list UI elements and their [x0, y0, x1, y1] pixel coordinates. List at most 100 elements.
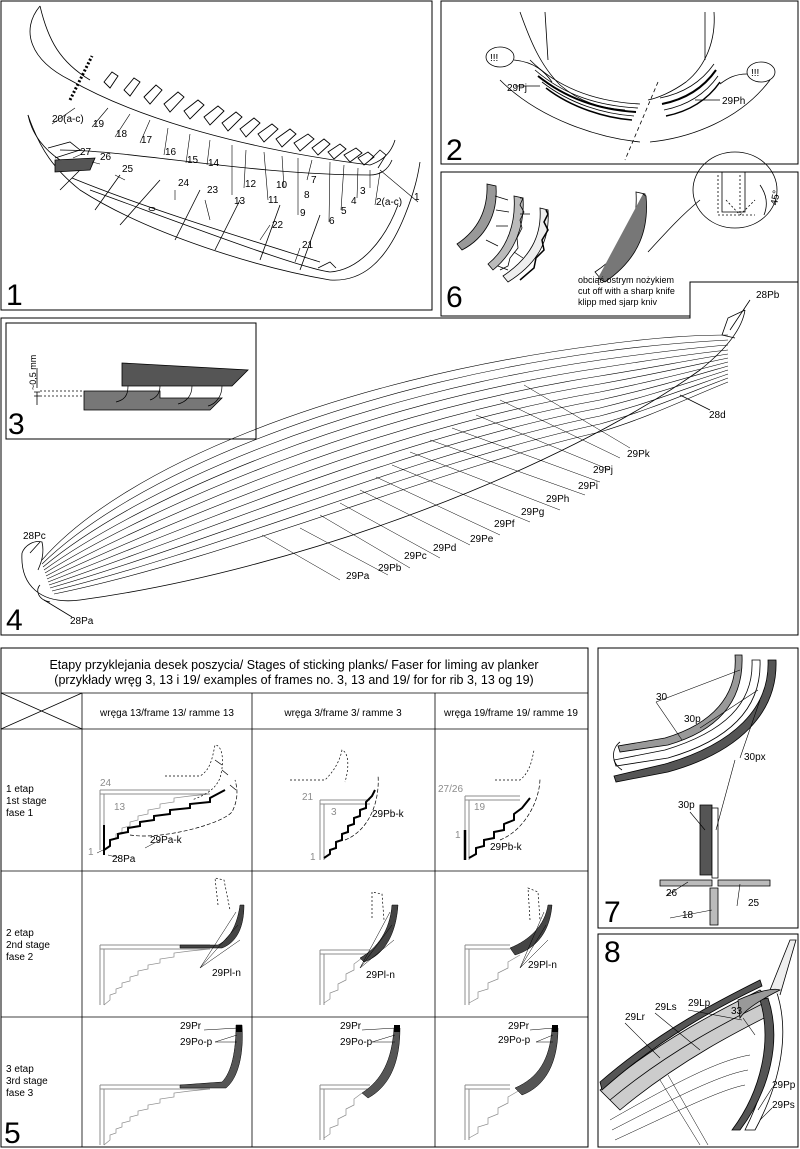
panel1-label-12: 12 [245, 179, 257, 190]
panel4-label-28pc: 28Pc [23, 531, 46, 542]
panel1-label-27: 27 [80, 147, 92, 158]
panel5-row2-line1: 2 etap [6, 928, 34, 939]
panel1-label-22: 22 [272, 220, 284, 231]
stage3-c3-label-29pr: 29Pr [508, 1021, 530, 1032]
panel4-label-29pj: 29Pj [593, 465, 613, 476]
stage1-c1-label-1: 1 [88, 847, 94, 858]
panel6-note-no: klipp med sjarp kniv [578, 297, 658, 307]
panel8-label-29lp: 29Lp [688, 998, 711, 1009]
panel1-label-13: 13 [234, 196, 246, 207]
panel4-label-29pc: 29Pc [404, 551, 427, 562]
panel7-label-26: 26 [666, 888, 678, 899]
panel4-label-29ph: 29Ph [546, 494, 569, 505]
panel-6-drawing [456, 151, 778, 283]
panel5-row3-line1: 3 etap [6, 1064, 34, 1075]
panel7-label-25: 25 [748, 898, 760, 909]
panel5-title-line1: Etapy przyklejania desek poszycia/ Stage… [49, 658, 538, 672]
panel-number-6: 6 [446, 281, 463, 314]
panel4-label-29pg: 29Pg [521, 507, 544, 518]
panel8-label-29lr: 29Lr [625, 1012, 646, 1023]
panel-5-frame [0, 647, 589, 1148]
stage1-c1-label-13: 13 [114, 802, 126, 813]
panel1-label-17: 17 [141, 135, 153, 146]
panel1-label-15: 15 [187, 155, 199, 166]
panel-1-hull-drawing [27, 5, 421, 281]
panel5-row1-line2: 1st stage [6, 796, 47, 807]
panel1-label-7: 7 [311, 175, 317, 186]
panel8-label-29ls: 29Ls [655, 1002, 677, 1013]
panel1-label-9: 9 [300, 208, 306, 219]
panel8-label-29ps: 29Ps [772, 1100, 795, 1111]
panel4-label-29pi: 29Pi [578, 481, 598, 492]
panel5-column-frame13: wręga 13/frame 13/ ramme 13 [99, 708, 234, 719]
panel-4-frame [0, 281, 799, 636]
panel7-label-30p-lower: 30p [678, 800, 695, 811]
panel2-warning-right: !!! [751, 68, 759, 79]
panel7-label-18: 18 [682, 910, 694, 921]
panel-number-5: 5 [4, 1117, 21, 1149]
stage1-c3-label-1: 1 [455, 830, 461, 841]
panel4-label-29pf: 29Pf [494, 519, 515, 530]
panel5-column-frame19: wręga 19/frame 19/ ramme 19 [443, 708, 578, 719]
panel1-label-11: 11 [268, 195, 279, 206]
panel4-label-28pa: 28Pa [70, 616, 94, 627]
panel2-label-29pj: 29Pj [507, 83, 527, 94]
stage3-c1-label-29pop: 29Po-p [180, 1037, 213, 1048]
stage3-c2-label-29pop: 29Po-p [340, 1037, 373, 1048]
panel-number-2: 2 [446, 134, 463, 167]
panel-8-frame [597, 933, 799, 1148]
stage1-c2-label-1: 1 [310, 852, 316, 863]
stage1-c3-label-2726: 27/26 [438, 784, 463, 795]
panel1-label-6: 6 [329, 216, 335, 227]
panel1-label-21: 21 [302, 240, 314, 251]
panel-4-hull-drawing [21, 299, 751, 618]
panel-5-table-grid [0, 692, 588, 1147]
panel7-label-30: 30 [656, 692, 668, 703]
stage3-frame3-drawing [319, 1025, 401, 1140]
stage1-frame3-drawing [290, 749, 379, 860]
panel1-label-19: 19 [93, 119, 105, 130]
panel1-label-23: 23 [207, 185, 219, 196]
panel1-label-26: 26 [100, 152, 112, 163]
stage2-c1-label: 29Pl-n [212, 968, 241, 979]
panel3-dimension: ~0,5 mm [28, 355, 38, 390]
panel1-label-2ac: 2(a-c) [376, 197, 402, 208]
panel4-label-29pa: 29Pa [346, 571, 370, 582]
panel2-warning-left: !!! [490, 53, 498, 64]
stage3-c2-label-29pr: 29Pr [340, 1021, 362, 1032]
panel1-label-3: 3 [360, 186, 366, 197]
panel-1-frame [0, 0, 433, 311]
panel8-label-29pp: 29Pp [772, 1080, 796, 1091]
stage2-c2-label: 29Pl-n [366, 970, 395, 981]
panel5-row3-line3: fase 3 [6, 1088, 34, 1099]
panel7-label-30px: 30px [744, 752, 766, 763]
panel-7-drawing [613, 654, 777, 926]
panel1-label-1: 1 [414, 192, 420, 203]
stage3-c3-label-29pop: 29Po-p [498, 1035, 531, 1046]
panel6-angle: 45° [769, 189, 782, 206]
stage3-frame19-drawing [464, 1025, 559, 1140]
panel1-label-24: 24 [178, 178, 190, 189]
panel4-label-29pk: 29Pk [627, 449, 651, 460]
panel-3-drawing [34, 362, 249, 411]
panel4-label-28d: 28d [709, 410, 726, 421]
panel1-label-14: 14 [208, 158, 220, 169]
panel5-row2-line3: fase 2 [6, 952, 34, 963]
panel5-row3-line2: 3rd stage [6, 1076, 48, 1087]
panel5-title-line2: (przykłady wręg 3, 13 i 19/ examples of … [54, 673, 533, 687]
panel4-label-29pb: 29Pb [378, 563, 402, 574]
panel1-label-20ac: 20(a-c) [52, 114, 84, 125]
stage1-c3-label-29pbk: 29Pb-k [490, 842, 523, 853]
panel-number-3: 3 [8, 408, 25, 441]
panel1-label-4: 4 [351, 196, 357, 207]
panel-3-frame [5, 322, 257, 440]
stage3-frame13-drawing [99, 1024, 243, 1146]
stage1-c2-label-3: 3 [331, 807, 337, 818]
panel1-label-8: 8 [304, 190, 310, 201]
panel4-label-28pb: 28Pb [756, 290, 780, 301]
stage1-c2-label-29pbk: 29Pb-k [372, 809, 405, 820]
stage1-c1-label-28pa: 28Pa [112, 854, 136, 865]
panel6-note-pl: obciąć ostrym nożykiem [578, 275, 674, 285]
panel6-note-en: cut off with a sharp knife [578, 286, 675, 296]
